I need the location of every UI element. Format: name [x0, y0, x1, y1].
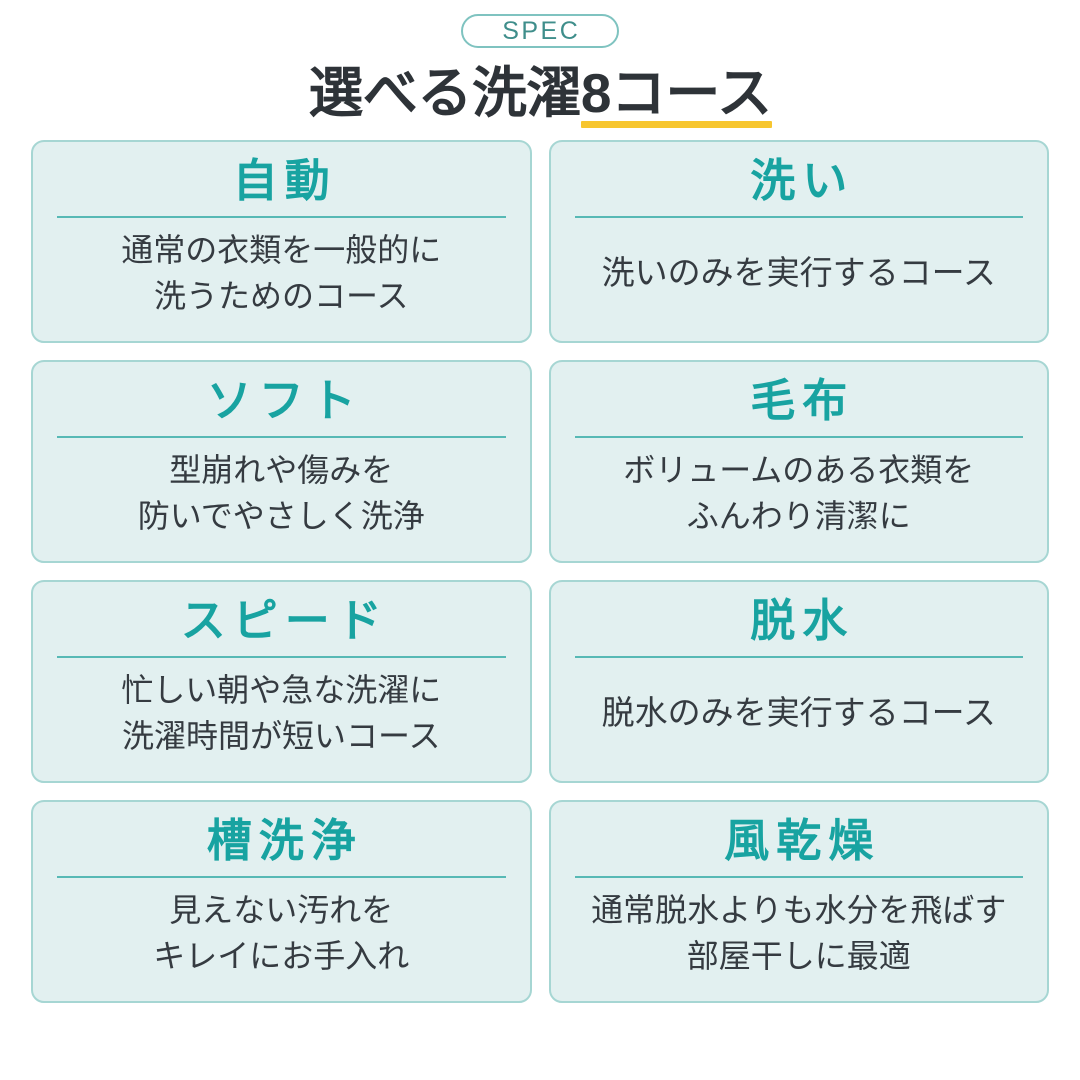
- course-card-description-line: 洗いのみを実行するコース: [601, 254, 996, 292]
- course-card: 毛布ボリュームのある衣類をふんわり清潔に: [548, 359, 1049, 563]
- page-title-main: 選べる洗濯: [308, 62, 581, 124]
- course-card-description-line: キレイにお手入れ: [153, 937, 410, 974]
- course-card-divider: [574, 216, 1023, 219]
- course-card-divider: [574, 656, 1023, 659]
- course-card-description-line: 洗うためのコース: [154, 277, 409, 314]
- course-card-description-line: 通常脱水よりも水分を飛ばす: [591, 892, 1007, 929]
- course-card: 風乾燥通常脱水よりも水分を飛ばす部屋干しに最適: [548, 799, 1049, 1003]
- course-card-description-line: 忙しい朝や急な洗濯に: [121, 672, 442, 709]
- spec-badge: SPEC: [461, 14, 619, 48]
- course-card-heading: 毛布: [750, 374, 855, 426]
- course-card-description-line: 洗濯時間が短いコース: [122, 717, 441, 754]
- course-card-heading: 洗い: [750, 154, 855, 206]
- course-card-description-line: 部屋干しに最適: [686, 937, 911, 974]
- course-card: ソフト型崩れや傷みを防いでやさしく洗浄: [31, 359, 532, 563]
- course-card-description-line: 脱水のみを実行するコース: [601, 694, 996, 732]
- course-card-description-line: ボリュームのある衣類を: [623, 452, 975, 489]
- course-card-divider: [57, 656, 506, 659]
- course-card-description-line: 型崩れや傷みを: [169, 452, 394, 489]
- course-card-description: 通常脱水よりも水分を飛ばす部屋干しに最適: [575, 878, 1024, 989]
- course-card-heading: ソフト: [206, 374, 363, 426]
- course-card-heading: 脱水: [750, 594, 855, 646]
- course-card-divider: [574, 436, 1023, 439]
- course-card-description: 見えない汚れをキレイにお手入れ: [57, 878, 506, 989]
- spec-badge-label: SPEC: [502, 16, 581, 45]
- course-card-heading: スピード: [180, 594, 389, 646]
- course-card-description-line: 防いでやさしく洗浄: [137, 497, 425, 534]
- course-card-description-line: 通常の衣類を一般的に: [121, 232, 442, 269]
- course-card-divider: [57, 216, 506, 219]
- course-card: 槽洗浄見えない汚れをキレイにお手入れ: [31, 799, 532, 1003]
- page-title-accent: 8コース: [580, 62, 772, 128]
- course-card-divider: [574, 876, 1023, 879]
- course-card: 自動通常の衣類を一般的に洗うためのコース: [31, 139, 532, 343]
- course-card-heading: 自動: [232, 154, 337, 206]
- course-card-description: 洗いのみを実行するコース: [575, 218, 1024, 329]
- course-card: 脱水脱水のみを実行するコース: [548, 579, 1049, 783]
- course-card-description: 型崩れや傷みを防いでやさしく洗浄: [57, 438, 506, 549]
- course-card-grid: 自動通常の衣類を一般的に洗うためのコース洗い洗いのみを実行するコースソフト型崩れ…: [31, 139, 1049, 1003]
- course-card-description-line: 見えない汚れを: [169, 892, 394, 929]
- course-card-description: 通常の衣類を一般的に洗うためのコース: [57, 218, 506, 329]
- course-card: 洗い洗いのみを実行するコース: [548, 139, 1049, 343]
- course-card-description: 脱水のみを実行するコース: [575, 658, 1024, 769]
- course-card-divider: [57, 876, 506, 879]
- course-card: スピード忙しい朝や急な洗濯に洗濯時間が短いコース: [31, 579, 532, 783]
- course-card-divider: [57, 436, 506, 439]
- course-card-heading: 風乾燥: [724, 814, 881, 866]
- course-card-description-line: ふんわり清潔に: [686, 497, 911, 534]
- course-card-description: 忙しい朝や急な洗濯に洗濯時間が短いコース: [57, 658, 506, 769]
- course-card-heading: 槽洗浄: [206, 814, 363, 866]
- course-card-description: ボリュームのある衣類をふんわり清潔に: [575, 438, 1024, 549]
